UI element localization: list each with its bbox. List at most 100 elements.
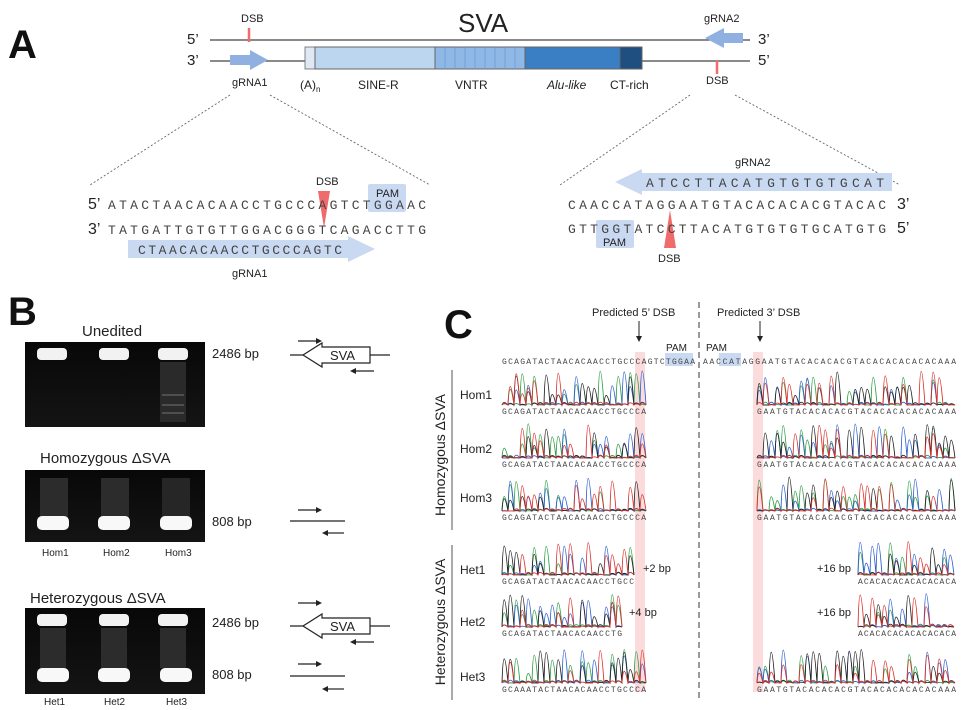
lane-het2: Het2	[104, 697, 126, 708]
trace-channel-0	[501, 423, 647, 460]
gel-het-band-label-bottom: 808 bp	[212, 667, 252, 682]
trace-channel-0	[501, 649, 647, 685]
chromatogram-traces	[501, 370, 956, 685]
pam-label-left: PAM	[376, 188, 399, 200]
poly-a-label: (A)n	[300, 78, 320, 94]
trace-channel-3	[501, 649, 647, 685]
panel-b-letter: B	[8, 290, 37, 334]
trace-channel-1	[501, 649, 647, 685]
trace-channel-2	[857, 595, 955, 629]
strand-top-5-label: 5’	[187, 31, 199, 48]
pam-box-left	[368, 184, 406, 212]
row-label-het1: Het1	[460, 563, 486, 577]
trace-channel-1	[501, 370, 647, 407]
lane-hom2: Hom2	[103, 548, 130, 559]
hom2-right-seq: GAATGTACACACACGTACACACACACACAAA	[757, 461, 956, 470]
grna2-detail-label: gRNA2	[735, 157, 770, 169]
trace-channel-2	[756, 371, 956, 407]
strand-bot-5-label: 5’	[758, 52, 770, 69]
trace-channel-3	[857, 541, 955, 577]
right-top-seq: CAACCATAGGAATGTACACACACGTACAC	[568, 198, 886, 213]
left-top-end: 5’	[88, 196, 100, 213]
left-bot-seq: TATGATTGTGTTGGACGGGTCAGACCTTG	[108, 223, 426, 238]
dsb-right-label: DSB	[706, 75, 729, 87]
dsb-left-detail-label: DSB	[316, 176, 339, 188]
vntr-domain	[434, 46, 526, 70]
dsb-right-wedge	[664, 210, 676, 248]
trace-row-0-right	[756, 370, 956, 407]
trace-channel-3	[756, 370, 956, 407]
het3-right-seq: GAATGTACACACACGTACACACACACACAAA	[757, 686, 956, 695]
schematic-het-sva: SVA	[330, 619, 355, 634]
right-bot-seq: GTTGGTATCCTTACATGTGTGTGCATGTG	[568, 222, 886, 237]
ct-rich-label: CT-rich	[610, 78, 649, 92]
left-top-seq: ATACTAACACAACCTGCCCAGTCTGGAAC	[108, 198, 426, 213]
predicted-dsb-arrows	[636, 321, 763, 342]
gel-het-bands	[37, 614, 192, 682]
dsb-right-detail-label: DSB	[658, 253, 681, 265]
panel-c: C Predicted 5’ DSB Predicted 3’ DSB PAM …	[432, 302, 956, 700]
het2-left-insertion: +4 bp	[629, 607, 657, 619]
vntr-stripes	[444, 47, 516, 69]
row-label-het2: Het2	[460, 615, 486, 629]
trace-channel-3	[501, 595, 623, 628]
grna2-detail-arrow	[615, 169, 892, 195]
poly-a-box	[304, 46, 316, 70]
row-label-hom2: Hom2	[460, 442, 492, 456]
lane-hom3: Hom3	[165, 548, 192, 559]
gel-unedited-bands	[37, 348, 188, 422]
grna2-label-top: gRNA2	[704, 13, 739, 25]
het1-left-insertion: +2 bp	[643, 563, 671, 575]
predicted-5-dsb-label: Predicted 5’ DSB	[592, 307, 675, 319]
pam-label-right: PAM	[603, 237, 626, 249]
het3-left-seq: GCAAATACTAACACAACCTGCCCA	[502, 686, 646, 695]
trace-channel-3	[501, 542, 635, 577]
het1-left-seq: GCAGATACTAACACAACCTGCC	[502, 578, 634, 587]
gel-het-band-label-top: 2486 bp	[212, 615, 259, 630]
gel-unedited-band-label: 2486 bp	[212, 346, 259, 361]
trace-channel-2	[756, 476, 956, 513]
schematic-unedited-sva: SVA	[330, 348, 355, 363]
pam-label-c-left: PAM	[666, 343, 687, 354]
gel-unedited-title: Unedited	[82, 323, 142, 340]
predicted-3-dsb-label: Predicted 3’ DSB	[717, 307, 800, 319]
right-bot-end: 5’	[897, 220, 909, 237]
alu-like-label: Alu-like	[546, 78, 587, 92]
trace-row-2-right	[756, 476, 956, 513]
schematic-het-full	[290, 600, 390, 645]
ct-rich-domain	[619, 46, 643, 70]
trace-row-0-left	[501, 370, 647, 407]
sine-r-label: SINE-R	[358, 78, 399, 92]
panel-b: B Unedited 2486 bp Homozygous ΔSVA 808 b…	[8, 290, 390, 708]
trace-row-1-left	[501, 423, 647, 460]
row-label-hom3: Hom3	[460, 491, 492, 505]
hom1-right-seq: GAATGTACACACACGTACACACACACACAAA	[757, 408, 956, 417]
sva-title: SVA	[458, 8, 509, 38]
grna1-label-top: gRNA1	[232, 77, 267, 89]
strand-top-3-label: 3’	[758, 31, 770, 48]
panel-a: A SVA 5’ 3’ 3’ 5’ (A)n SINE-R VNTR Alu-l…	[8, 8, 909, 280]
trace-row-4-right	[857, 593, 955, 629]
dsb-left-wedge	[318, 191, 330, 228]
gel-hom-title: Homozygous ΔSVA	[40, 450, 171, 467]
row-label-het3: Het3	[460, 670, 486, 684]
lane-hom1: Hom1	[42, 548, 69, 559]
trace-channel-1	[756, 377, 956, 407]
hom3-left-seq: GCAGATACTAACACAACCTGCCCA	[502, 514, 646, 523]
pam-box-c-left	[665, 353, 693, 366]
het2-right-insertion: +16 bp	[817, 607, 851, 619]
lane-het3: Het3	[166, 697, 188, 708]
hom1-left-seq: GCAGATACTAACACAACCTGCCCA	[502, 408, 646, 417]
row-label-hom1: Hom1	[460, 388, 492, 402]
sine-r-domain	[314, 46, 436, 70]
gel-het-title: Heterozygous ΔSVA	[30, 590, 166, 607]
schematic-unedited	[290, 338, 390, 374]
hom2-left-seq: GCAGATACTAACACAACCTGCCCA	[502, 461, 646, 470]
alu-like-domain	[524, 46, 621, 70]
het1-right-seq: ACACACACACACACACA	[858, 578, 956, 587]
lane-het1: Het1	[44, 697, 66, 708]
gel-hom-bands	[37, 478, 192, 530]
left-bot-end: 3’	[88, 221, 100, 238]
trace-channel-3	[501, 372, 647, 407]
